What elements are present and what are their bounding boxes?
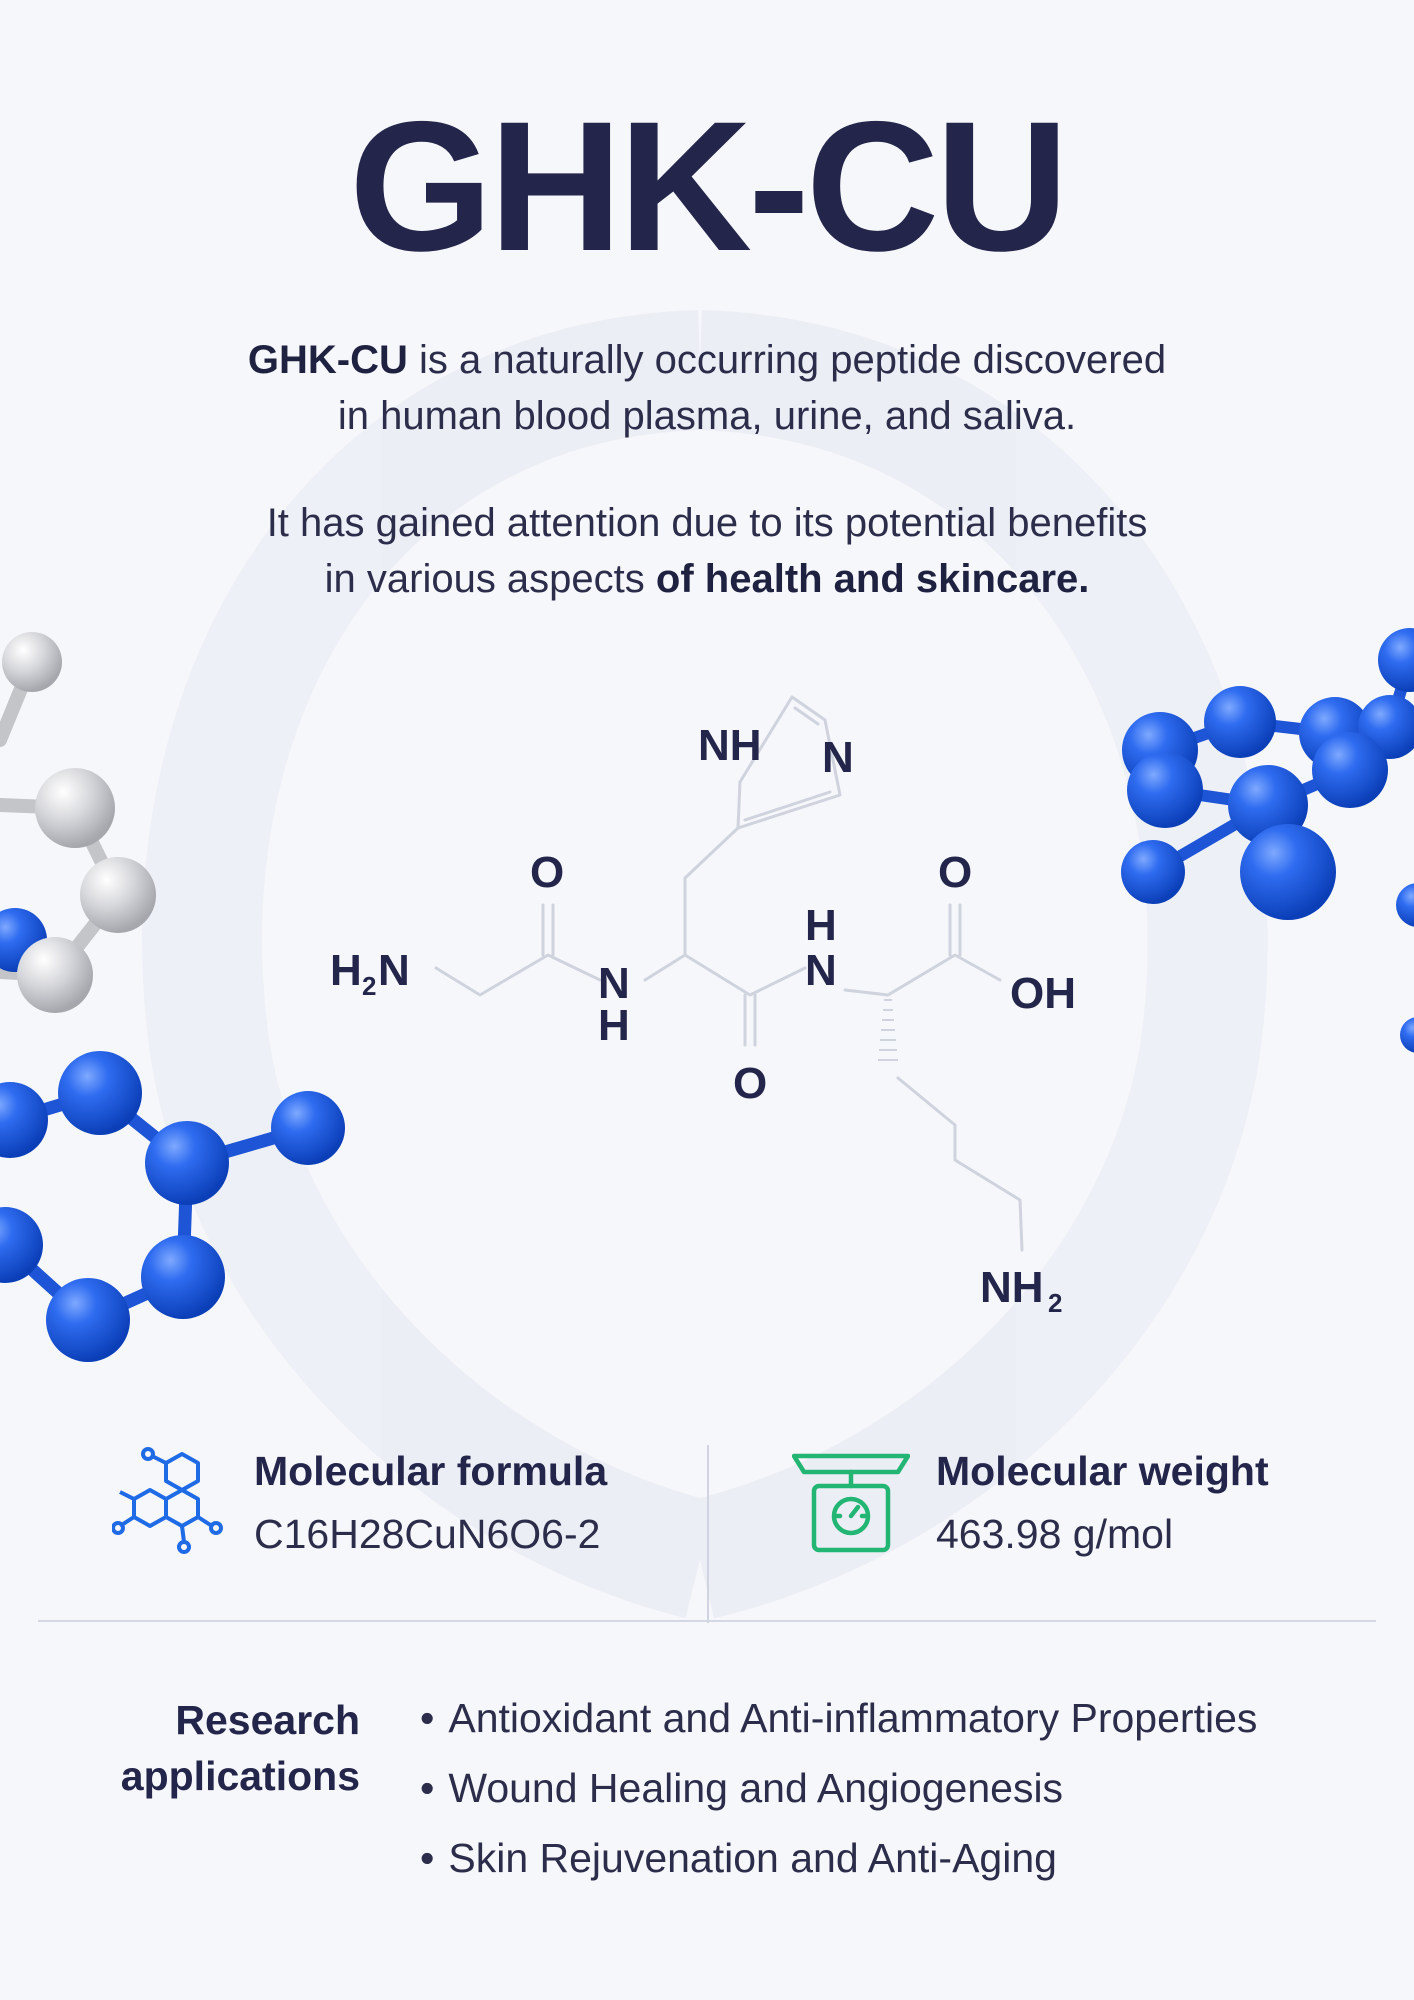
gray-molecule-top-left [0, 632, 156, 1013]
intro-line: It has gained attention due to its poten… [266, 501, 1148, 545]
intro-bold-term: GHK-CU [247, 338, 408, 382]
page-title: GHK-CU [349, 84, 1069, 290]
molecular-weight-label: Molecular weight [936, 1448, 1269, 1494]
molecular-formula-block: Molecular formula C16H28CuN6O6-2 [254, 1451, 607, 1555]
ring-n-label: N [822, 733, 854, 782]
molecular-formula-label: Molecular formula [254, 1448, 608, 1494]
intro-line: GHK-CU is a naturally occurring peptide … [157, 332, 1257, 388]
research-applications-list: Antioxidant and Anti-inflammatory Proper… [420, 1690, 1257, 1900]
molecule-structure-icon [112, 1447, 223, 1554]
amine-subscript-label: 2 [1048, 1288, 1062, 1318]
carbonyl-o-left-label: O [530, 848, 564, 897]
amide-n-left-label: N [598, 959, 630, 1008]
intro-paragraph-2: It has gained attention due to its poten… [157, 495, 1257, 607]
blue-molecule-top-right [1121, 628, 1414, 1053]
carbonyl-o-right-label: O [938, 848, 972, 897]
research-applications-heading: Research applications [60, 1692, 360, 1804]
molecular-formula-value: C16H28CuN6O6-2 [254, 1511, 601, 1557]
amide-h-left-label: H [598, 1001, 630, 1050]
intro-line: in various aspects of health and skincar… [157, 551, 1257, 607]
research-list-item: Antioxidant and Anti-inflammatory Proper… [420, 1690, 1257, 1760]
amide-n-right-label: N [805, 946, 837, 995]
intro-line: in human blood plasma, urine, and saliva… [337, 394, 1077, 438]
research-heading-line: applications [120, 1753, 360, 1799]
intro-paragraph-1: GHK-CU is a naturally occurring peptide … [157, 332, 1257, 444]
intro-bold-phrase: of health and skincare. [655, 557, 1090, 601]
ring-nh-label: NH [698, 721, 762, 770]
amine-nh-label: NH [980, 1263, 1044, 1312]
blue-molecule-bottom-left [0, 1051, 345, 1362]
intro-text: in various aspects [324, 557, 656, 601]
amide-h-right-label: H [805, 901, 837, 950]
research-heading-line: Research [175, 1697, 360, 1743]
h2n-subscript-label: 2 [362, 971, 376, 1001]
carbonyl-o-mid-label: O [733, 1059, 767, 1108]
molecular-weight-value: 463.98 g/mol [936, 1511, 1174, 1557]
horizontal-divider [38, 1620, 1376, 1622]
scale-icon [792, 1453, 910, 1553]
intro-text: is a naturally occurring peptide discove… [407, 338, 1167, 382]
h2n-h-label: H [330, 946, 362, 995]
vertical-divider [707, 1445, 709, 1623]
research-list-item: Skin Rejuvenation and Anti-Aging [420, 1830, 1257, 1900]
h2n-n-label: N [378, 946, 410, 995]
hydroxyl-oh-label: OH [1010, 969, 1076, 1018]
research-list-item: Wound Healing and Angiogenesis [420, 1760, 1257, 1830]
molecular-weight-block: Molecular weight 463.98 g/mol [936, 1451, 1269, 1555]
